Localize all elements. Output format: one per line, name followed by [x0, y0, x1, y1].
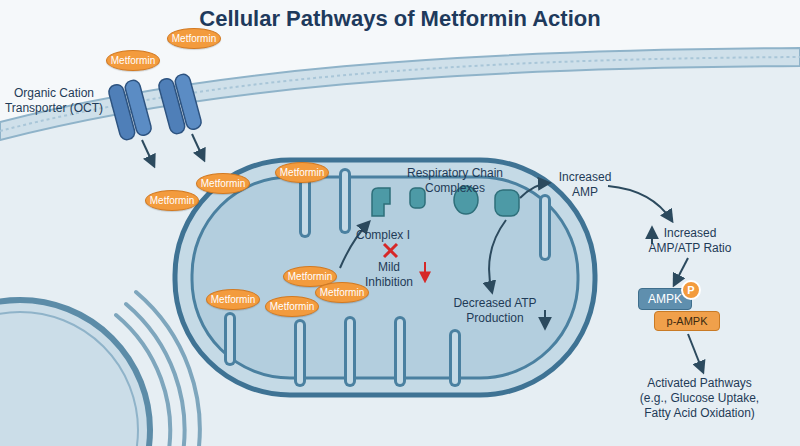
mitochondrion-outer-membrane [175, 160, 595, 395]
inhibition-label: Mild Inhibition [358, 260, 420, 290]
crista [227, 318, 233, 360]
node-text: Metformin [288, 271, 332, 282]
endoplasmic-reticulum [116, 315, 170, 446]
node-text: Metformin [172, 33, 216, 44]
cristae [230, 174, 545, 381]
ratio-label: Increased AMP/ATP Ratio [640, 226, 740, 256]
uptake-arrow [142, 140, 154, 166]
atp-label: Decreased ATP Production [440, 296, 550, 326]
crista [394, 322, 406, 381]
decrease-arrow [424, 262, 426, 281]
node-text: Metformin [280, 167, 324, 178]
mitochondrion-inner-membrane [192, 177, 578, 378]
crista [539, 200, 551, 255]
node-text: AMPK [648, 292, 682, 306]
metformin-molecule: Metformin [275, 162, 329, 183]
node-text: Metformin [211, 294, 255, 305]
phosphate-badge: P [681, 280, 701, 300]
node-text: Metformin [150, 195, 194, 206]
node-text: p-AMPK [667, 315, 708, 327]
uptake-arrow [192, 134, 204, 160]
respiratory-complex [372, 188, 390, 216]
node-text: Metformin [270, 301, 314, 312]
metformin-molecule: Metformin [265, 296, 319, 317]
crista [344, 322, 356, 381]
nuclear-envelope [0, 312, 138, 446]
flow-arrow [520, 183, 549, 198]
endoplasmic-reticulum [126, 304, 185, 446]
metformin-molecule: Metformin [196, 173, 250, 194]
crista [297, 325, 303, 381]
transporter-protein [124, 79, 153, 137]
crista [294, 325, 306, 381]
node-text: P [687, 284, 694, 296]
metformin-molecule: Metformin [106, 50, 160, 71]
respiratory-complex [495, 190, 519, 216]
crista [342, 174, 348, 228]
complex-label: Respiratory Chain Complexes [400, 166, 510, 196]
inhibition-cross [384, 244, 397, 257]
crista [224, 318, 236, 360]
diagram-title: Cellular Pathways of Metformin Action [0, 6, 800, 32]
crista [339, 174, 351, 228]
transporter-protein [174, 73, 203, 131]
flow-arrow [608, 186, 672, 221]
flow-arrow [489, 220, 506, 292]
nucleus [0, 300, 150, 446]
node-text: Metformin [201, 178, 245, 189]
node-text: Metformin [111, 55, 155, 66]
crista [449, 335, 461, 381]
complex-label: Complex I [350, 228, 416, 243]
metformin-molecule: Metformin [315, 282, 369, 303]
amp-label: Increased AMP [550, 170, 620, 200]
crista [452, 335, 458, 381]
flow-arrow [688, 334, 703, 372]
metformin-molecule: Metformin [167, 28, 221, 49]
p-ampk-box: p-AMPK [654, 311, 720, 331]
crista [397, 322, 403, 381]
ampk-box: AMPKP [638, 288, 692, 310]
node-text: Metformin [320, 287, 364, 298]
metformin-molecule: Metformin [145, 190, 199, 211]
crista [542, 200, 548, 255]
respiratory-complex [410, 188, 425, 208]
inhibition-cross [384, 244, 397, 257]
pathway-label: Activated Pathways (e.g., Glucose Uptake… [632, 376, 767, 421]
transporter-label: Organic Cation Transporter (OCT) [2, 86, 106, 116]
crista [347, 322, 353, 381]
decrease-arrow [544, 310, 546, 328]
metformin-molecule: Metformin [206, 289, 260, 310]
